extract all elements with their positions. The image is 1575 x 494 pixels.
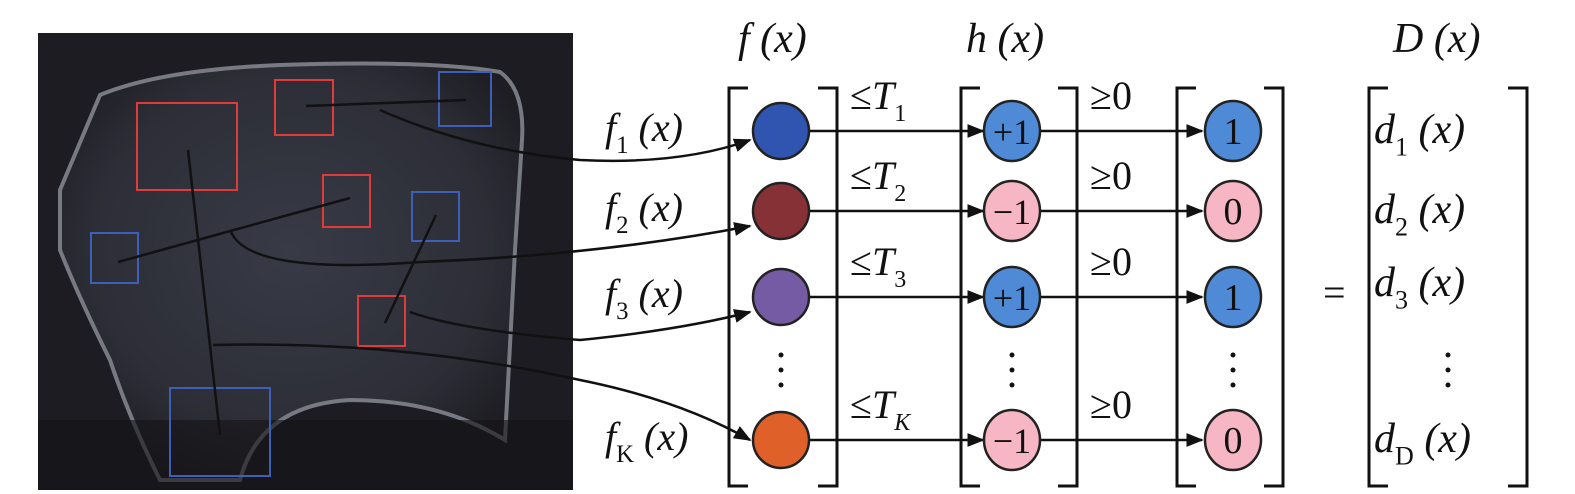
leq-sign: ≤ xyxy=(850,73,872,118)
feature-label-arg: (x) xyxy=(629,185,683,230)
hash-value: −1 xyxy=(993,421,1031,461)
output-node xyxy=(1203,265,1263,329)
roi-box-red xyxy=(322,174,371,228)
header-h: h (x) xyxy=(966,16,1044,62)
equals-sign: = xyxy=(1323,270,1346,315)
roi-boxes xyxy=(90,71,492,477)
hash-node xyxy=(982,179,1042,243)
roi-box-red xyxy=(357,295,406,347)
d-element-3-main: d xyxy=(1374,260,1396,306)
threshold-label: ≤T3 xyxy=(850,239,906,293)
roi-box-blue xyxy=(411,191,460,242)
feature-label: f2 (x) xyxy=(605,185,683,239)
hash-value: +1 xyxy=(993,278,1031,318)
header-f: f (x) xyxy=(738,16,807,62)
threshold-label: ≤T1 xyxy=(850,73,906,127)
d-element-3: d3 (x) xyxy=(1374,260,1465,315)
d-element-4: dD (x) xyxy=(1374,416,1471,471)
threshold-label: ≤TK xyxy=(850,382,912,436)
hash-node xyxy=(982,265,1042,329)
feature-label: f1 (x) xyxy=(605,105,683,159)
feature-arrows xyxy=(212,108,752,442)
compare-label: ≥0 xyxy=(1090,382,1132,427)
feature-label-sub: 1 xyxy=(616,132,628,159)
d-element-2: d2 (x) xyxy=(1374,187,1465,242)
feature-label-sub: 3 xyxy=(616,298,628,325)
d-element-3-sub: 3 xyxy=(1395,286,1408,315)
output-node xyxy=(1203,408,1263,472)
leq-sign: ≤ xyxy=(850,382,872,427)
output-value: 0 xyxy=(1224,420,1243,462)
threshold-sub: 2 xyxy=(894,181,906,207)
hash-value: +1 xyxy=(993,112,1031,152)
feature-label-sub: 2 xyxy=(616,212,628,239)
threshold-T: T xyxy=(872,73,897,118)
d-element-4-main: d xyxy=(1374,416,1396,462)
output-value: 0 xyxy=(1224,191,1243,233)
d-element-4-sub: D xyxy=(1395,442,1414,471)
threshold-sub: 1 xyxy=(894,101,906,127)
ellipsis-dots xyxy=(778,352,1451,388)
leq-sign: ≤ xyxy=(850,239,872,284)
compare-label: ≥0 xyxy=(1090,73,1132,118)
feature-label-arg: (x) xyxy=(634,414,688,459)
feature-label: fK (x) xyxy=(605,414,688,468)
pair-lines xyxy=(117,98,467,436)
feature-label-arg: (x) xyxy=(629,105,683,150)
output-value: 1 xyxy=(1224,277,1243,319)
feature-label: f3 (x) xyxy=(605,271,683,325)
hash-value: −1 xyxy=(993,192,1031,232)
threshold-T: T xyxy=(872,239,897,284)
threshold-T: T xyxy=(872,153,897,198)
matrix-brackets xyxy=(727,86,1529,488)
roi-box-red xyxy=(136,102,238,191)
hash-node xyxy=(982,408,1042,472)
output-value: 1 xyxy=(1224,111,1243,153)
d-element-1-main: d xyxy=(1374,107,1396,153)
d-element-2-main: d xyxy=(1374,187,1396,233)
threshold-label: ≤T2 xyxy=(850,153,906,207)
d-element-1-arg: (x) xyxy=(1408,107,1465,153)
roi-box-red xyxy=(274,79,334,136)
ultrasound-image xyxy=(38,33,573,490)
compare-label: ≥0 xyxy=(1090,239,1132,284)
feature-node xyxy=(751,181,811,241)
feature-node xyxy=(751,267,811,327)
output-node xyxy=(1203,99,1263,163)
d-element-2-sub: 2 xyxy=(1395,213,1408,242)
threshold-sub: K xyxy=(893,410,912,436)
leq-sign: ≤ xyxy=(850,153,872,198)
d-element-1: d1 (x) xyxy=(1374,107,1465,162)
output-node xyxy=(1203,179,1263,243)
threshold-sub: 3 xyxy=(894,267,906,293)
d-element-3-arg: (x) xyxy=(1408,260,1465,306)
feature-label-arg: (x) xyxy=(629,271,683,316)
roi-box-blue xyxy=(90,232,139,284)
feature-node xyxy=(751,101,811,161)
compare-label: ≥0 xyxy=(1090,153,1132,198)
roi-box-blue xyxy=(438,71,492,127)
feature-label-sub: K xyxy=(616,441,634,468)
d-element-1-sub: 1 xyxy=(1395,133,1408,162)
d-element-2-arg: (x) xyxy=(1408,187,1465,233)
hash-node xyxy=(982,99,1042,163)
feature-node xyxy=(751,410,811,470)
header-D: D (x) xyxy=(1392,16,1480,62)
roi-box-blue xyxy=(169,387,271,477)
d-element-4-arg: (x) xyxy=(1414,416,1471,462)
threshold-T: T xyxy=(872,382,897,427)
